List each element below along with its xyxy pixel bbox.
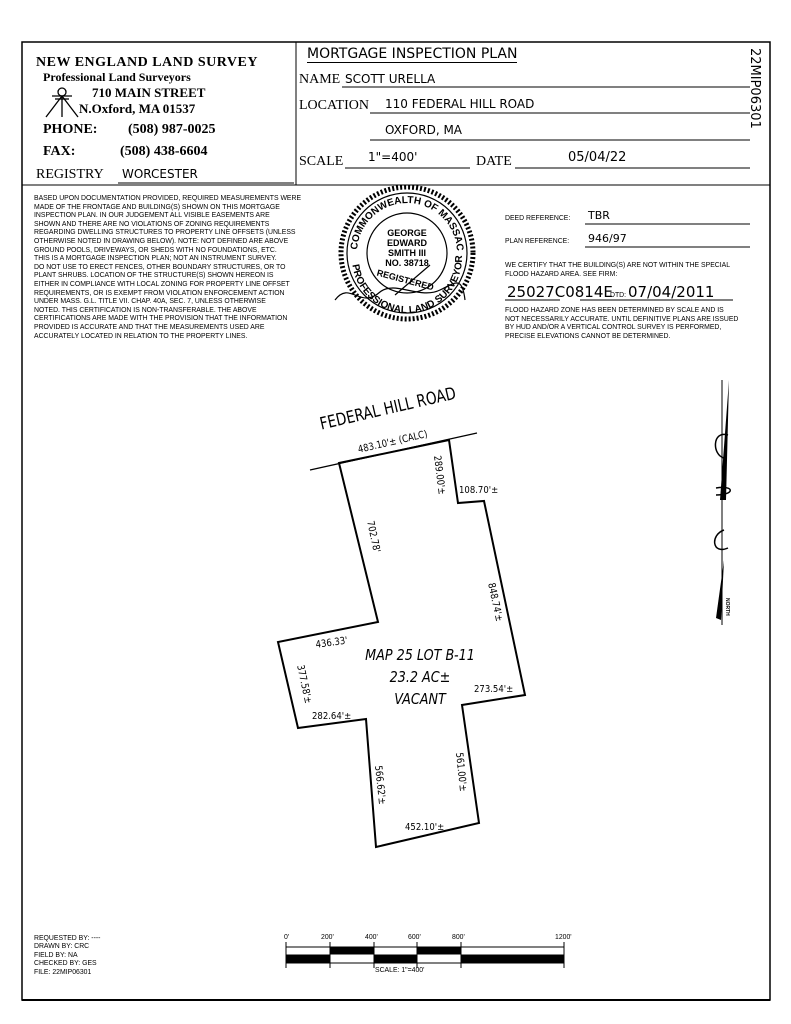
plan-date: 05/04/22 (568, 150, 627, 165)
flood-note-line: PRECISE ELEVATIONS CANNOT BE DETERMINED. (505, 330, 671, 340)
lot-label-line: MAP 25 LOT B-11 (365, 646, 475, 664)
flood-note-line: FLOOD HAZARD ZONE HAS BEEN DETERMINED BY… (505, 305, 724, 314)
location-line2: OXFORD, MA (385, 123, 463, 137)
company-name: NEW ENGLAND LAND SURVEY (36, 55, 258, 70)
scale-tick-label: 400' (365, 932, 378, 941)
company-city: N.Oxford, MA 01537 (79, 101, 196, 116)
certification-line: GROUND POOLS, DRIVEWAYS, OR SHEDS WITH N… (34, 244, 277, 254)
drawn-by: DRAWN BY: CRC (34, 941, 90, 951)
lot-label-line: 23.2 AC± (389, 668, 451, 686)
certification-line: THIS IS A MORTGAGE INSPECTION PLAN; NOT … (34, 253, 277, 263)
fax-label: FAX: (43, 144, 76, 159)
requested-by: REQUESTED BY: ---- (34, 933, 101, 942)
location-line1: 110 FEDERAL HILL ROAD (385, 97, 535, 111)
certification-line: NOTED. THIS CERTIFICATION IS NON-TRANSFE… (34, 304, 257, 314)
certification-line: SHOWN AND THERE ARE NO VIOLATIONS OF ZON… (34, 218, 270, 228)
certification-line: UNDER MASS. G.L. TITLE VII. CHAP. 40A, S… (34, 296, 266, 306)
seal-name-line: NO. 38718 (385, 258, 429, 268)
checked-by: CHECKED BY: GES (34, 958, 97, 968)
flood-cert-line: WE CERTIFY THAT THE BUILDING(S) ARE NOT … (505, 260, 731, 269)
surveyor-tripod-icon (45, 87, 79, 118)
field-by: FIELD BY: NA (34, 949, 78, 959)
seal-name-line: GEORGE (387, 228, 427, 238)
deed-reference-label: DEED REFERENCE: (505, 213, 571, 222)
flood-note: FLOOD HAZARD ZONE HAS BEEN DETERMINED BY… (505, 305, 739, 340)
firm-number: 25027C0814E (507, 283, 613, 301)
scale-tick-label: 1200' (555, 932, 572, 941)
scale-tick-label: 0' (284, 932, 290, 941)
footer-info: REQUESTED BY: ---- DRAWN BY: CRC FIELD B… (34, 933, 101, 976)
scale-tick-label: 600' (408, 932, 421, 941)
certification-line: BASED UPON DOCUMENTATION PROVIDED, REQUI… (34, 193, 302, 202)
certification-line: EITHER IN COMPLIANCE WITH LOCAL ZONING F… (34, 278, 290, 288)
deed-reference: TBR (588, 209, 610, 222)
vertical-file-code: 22MIP06301 (747, 48, 762, 129)
flood-cert-line: FLOOD HAZARD AREA. SEE FIRM: (505, 268, 618, 278)
scale-tick-label: 200' (321, 932, 334, 941)
file-name: FILE: 22MIP06301 (34, 966, 92, 976)
fax-number: (508) 438-6604 (120, 144, 208, 159)
certification-line: REQUIREMENTS, OR IS EXEMPT FROM VIOLATIO… (34, 287, 285, 297)
client-name: SCOTT URELLA (345, 72, 436, 86)
registry-label: REGISTRY (36, 167, 104, 182)
certification-line: PROVIDED IS ACCURATE AND THAT THE MEASUR… (34, 321, 265, 331)
name-label: NAME (299, 72, 341, 87)
dtd-label: DTD: (610, 290, 627, 299)
certification-line: OTHERWISE NOTED IN DRAWING BELOW). NOTE:… (34, 235, 289, 245)
dim-282: 282.64'± (312, 711, 352, 722)
flood-note-line: NOT NECESSARILY ACCURATE. UNTIL DEFINITI… (505, 313, 739, 323)
dim-108: 108.70'± (459, 485, 499, 496)
plan-reference-label: PLAN REFERENCE: (505, 236, 570, 245)
scale-label: SCALE (299, 154, 344, 169)
north-arrow-icon (714, 380, 731, 625)
dim-273: 273.54'± (474, 684, 514, 695)
lot-boundary (276, 438, 527, 849)
certification-text: BASED UPON DOCUMENTATION PROVIDED, REQUI… (34, 193, 302, 340)
certification-line: CERTIFICATIONS ARE MADE WITH THE PROVISI… (34, 313, 288, 323)
phone-label: PHONE: (43, 122, 98, 137)
certification-line: ACCURATELY LOCATED IN RELATION TO THE PR… (34, 330, 248, 340)
scale-tick-label: 800' (452, 932, 465, 941)
registry-value: WORCESTER (122, 167, 198, 181)
scale-bar-graphic (285, 942, 565, 968)
plan-title: MORTGAGE INSPECTION PLAN (307, 46, 518, 63)
company-street: 710 MAIN STREET (92, 85, 206, 100)
flood-certification: WE CERTIFY THAT THE BUILDING(S) ARE NOT … (505, 260, 731, 278)
north-label: NORTH (724, 598, 730, 616)
phone-number: (508) 987-0025 (128, 122, 216, 137)
certification-line: MADE OF THE FRONTAGE AND BUILDING(S) SHO… (34, 201, 280, 211)
seal-name-line: EDWARD (387, 238, 427, 248)
certification-line: REGARDING DWELLING STRUCTURES TO PROPERT… (34, 227, 296, 237)
certification-line: INSPECTION PLAN. IN OUR JUDGEMENT ALL VI… (34, 210, 270, 220)
seal-name-line: SMITH III (388, 248, 426, 258)
signature (334, 264, 466, 301)
company-subtitle: Professional Land Surveyors (43, 70, 191, 84)
scale-value: 1"=400' (368, 150, 418, 164)
date-label: DATE (476, 154, 512, 169)
location-label: LOCATION (299, 98, 369, 113)
plan-reference: 946/97 (588, 232, 627, 245)
lot-label: MAP 25 LOT B-11 23.2 AC± VACANT (361, 644, 480, 710)
page-frame (21, 41, 771, 1001)
flood-note-line: BY HUD AND/OR A VERTICAL CONTROL SURVEY … (505, 322, 722, 332)
dim-452: 452.10'± (405, 822, 445, 833)
scale-bar-label: SCALE: 1"=400' (375, 965, 425, 974)
firm-date: 07/04/2011 (628, 283, 715, 301)
lot-label-line: VACANT (394, 690, 446, 708)
certification-line: DO NOT USE TO ERECT FENCES, OTHER BOUNDA… (34, 261, 286, 271)
certification-line: PLANT SHRUBS. LOCATION OF THE STRUCTURE(… (34, 270, 274, 280)
